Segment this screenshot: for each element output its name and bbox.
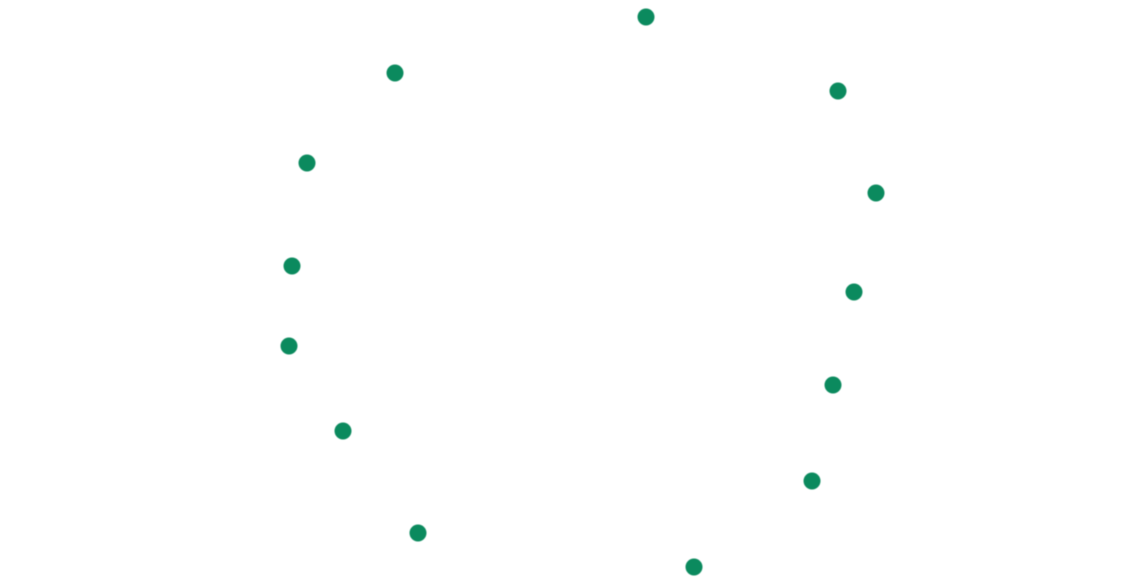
- dot-2: [829, 82, 847, 100]
- dot-13: [386, 64, 404, 82]
- dot-6: [803, 472, 821, 490]
- dot-7: [685, 558, 703, 576]
- dot-1: [637, 8, 655, 26]
- dot-12: [298, 154, 316, 172]
- dot-11: [283, 257, 301, 275]
- dot-3: [867, 184, 885, 202]
- dot-9: [334, 422, 352, 440]
- dot-8: [409, 524, 427, 542]
- dot-5: [824, 376, 842, 394]
- dot-4: [845, 283, 863, 301]
- dot-10: [280, 337, 298, 355]
